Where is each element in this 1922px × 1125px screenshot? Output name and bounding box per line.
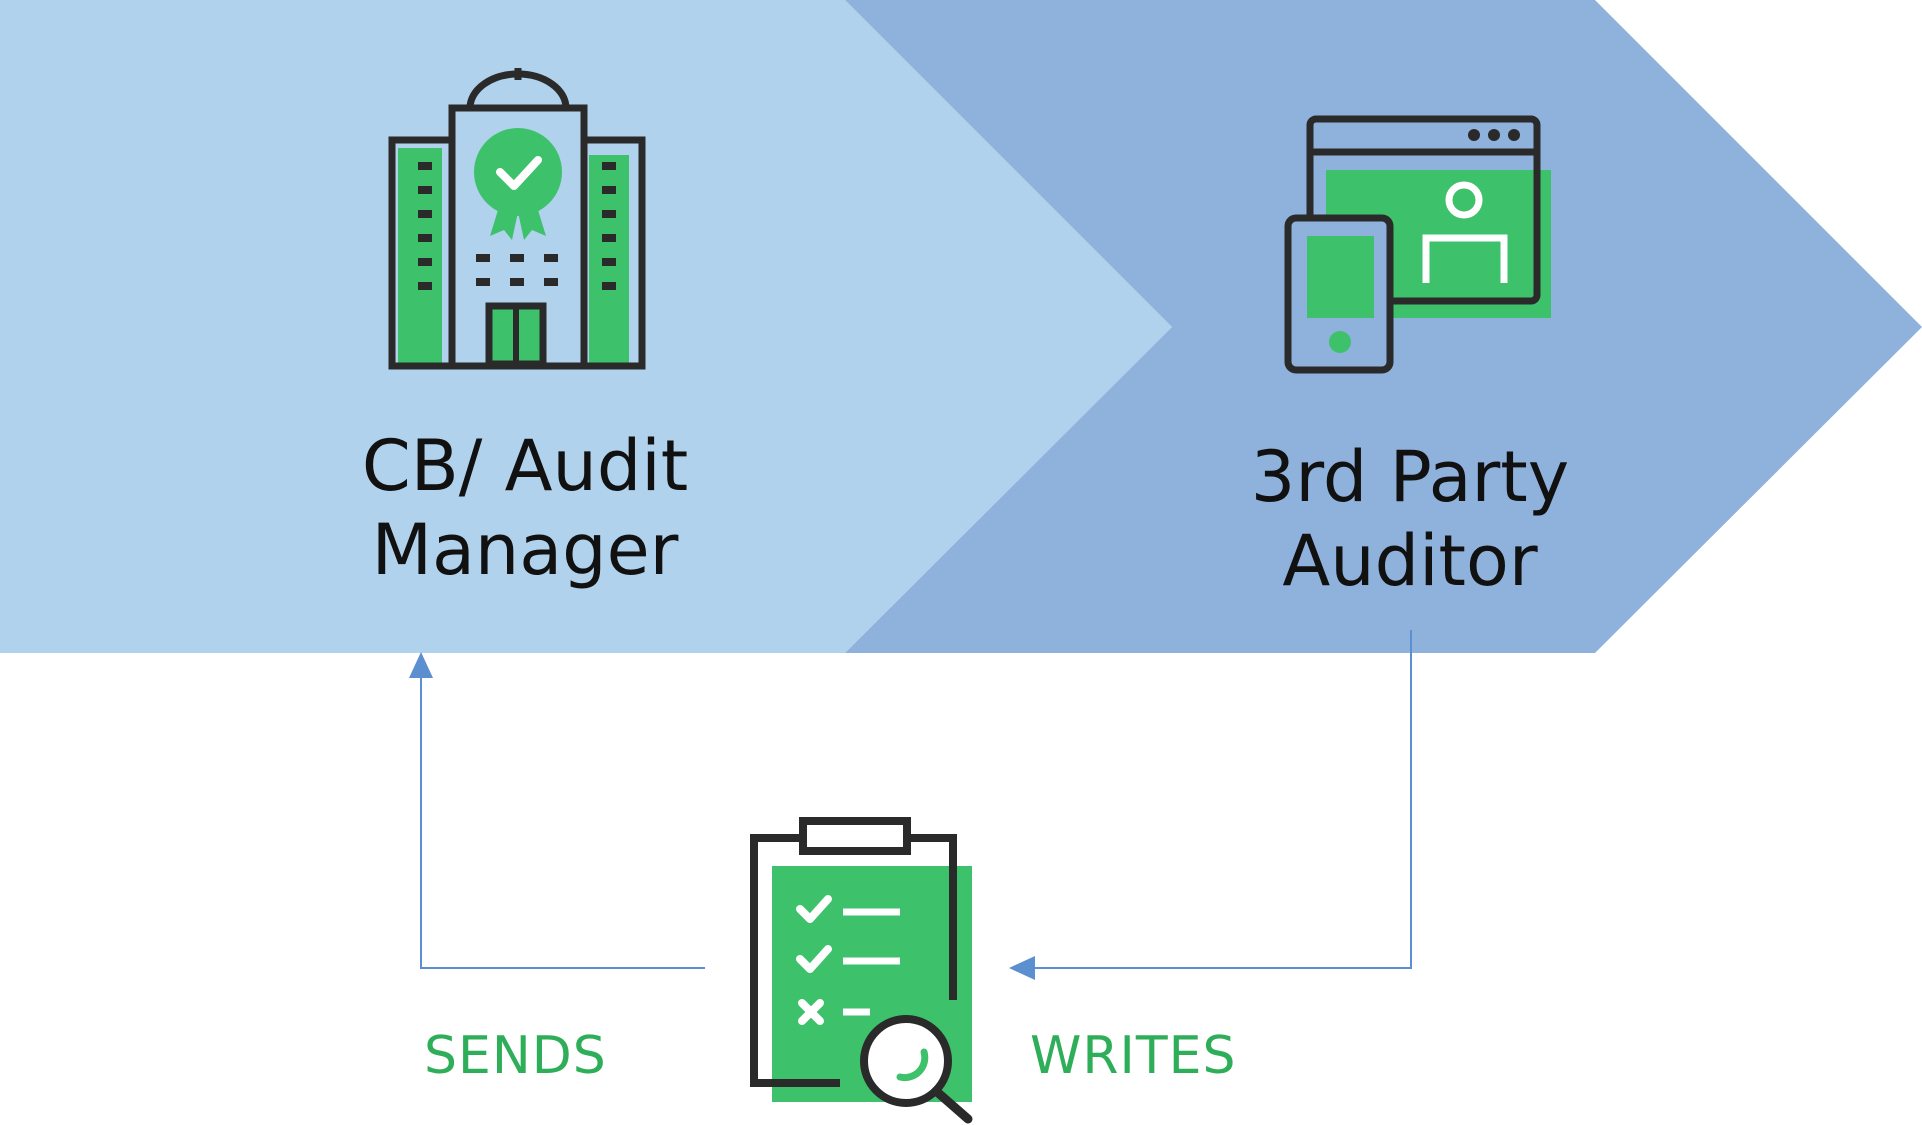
cb-audit-manager-line1: CB/ Audit [361,425,689,507]
third-party-auditor-line2: Auditor [1282,520,1538,602]
third-party-auditor-line1: 3rd Party [1250,436,1570,518]
devices-user-profile-icon [1284,115,1551,374]
sends-connector [409,652,705,969]
third-party-auditor-label: 3rd Party Auditor [1180,435,1640,603]
writes-connector [1009,630,1412,980]
sends-label: SENDS [424,1026,607,1086]
writes-label: WRITES [1030,1026,1237,1086]
cb-audit-manager-label: CB/ Audit Manager [300,424,750,592]
certified-building-icon [388,68,646,370]
checklist-clipboard-magnifier-icon [750,817,973,1124]
cb-audit-manager-line2: Manager [371,509,679,591]
